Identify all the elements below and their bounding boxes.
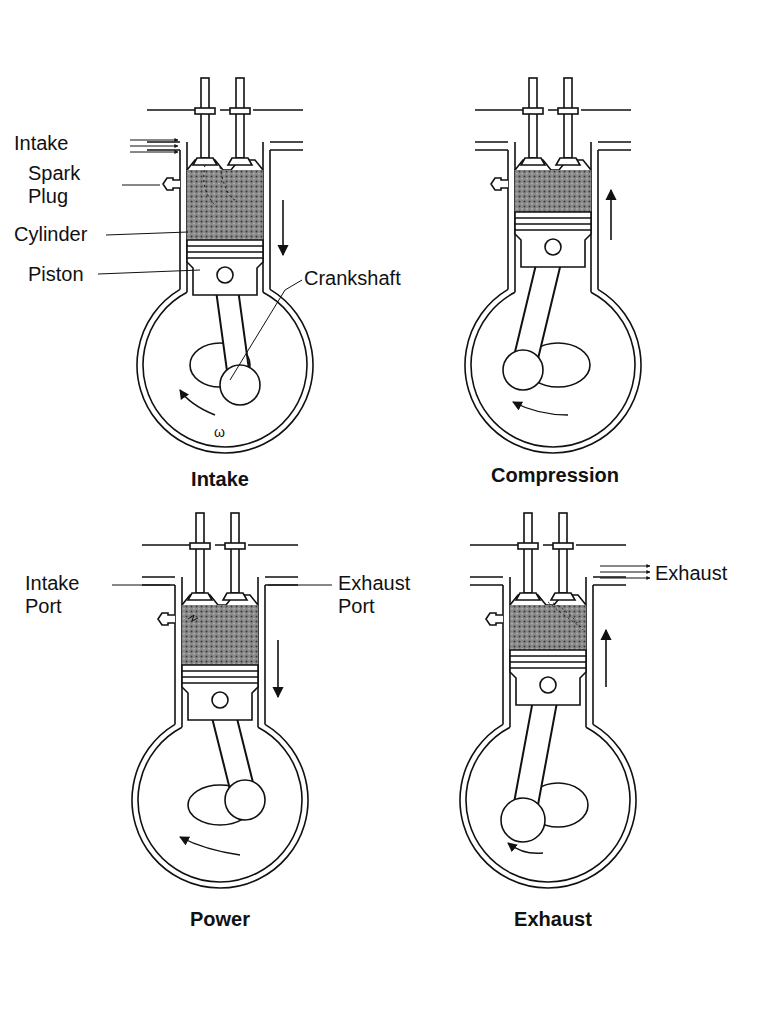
part-label: Exhaust Port [338, 572, 428, 618]
part-label: Piston [28, 263, 98, 286]
stroke-caption: Exhaust [478, 908, 628, 931]
part-label: Cylinder [14, 223, 106, 246]
part-label: Crankshaft [304, 267, 424, 290]
rotation-symbol: ω [214, 424, 234, 440]
flow-label: Intake [14, 132, 114, 155]
stroke-caption: Compression [440, 464, 670, 487]
stroke-caption: Power [150, 908, 290, 931]
part-label: Intake Port [25, 572, 115, 618]
stroke-caption: Intake [150, 468, 290, 491]
flow-label: Exhaust [655, 562, 755, 585]
part-label: Spark Plug [28, 162, 118, 208]
